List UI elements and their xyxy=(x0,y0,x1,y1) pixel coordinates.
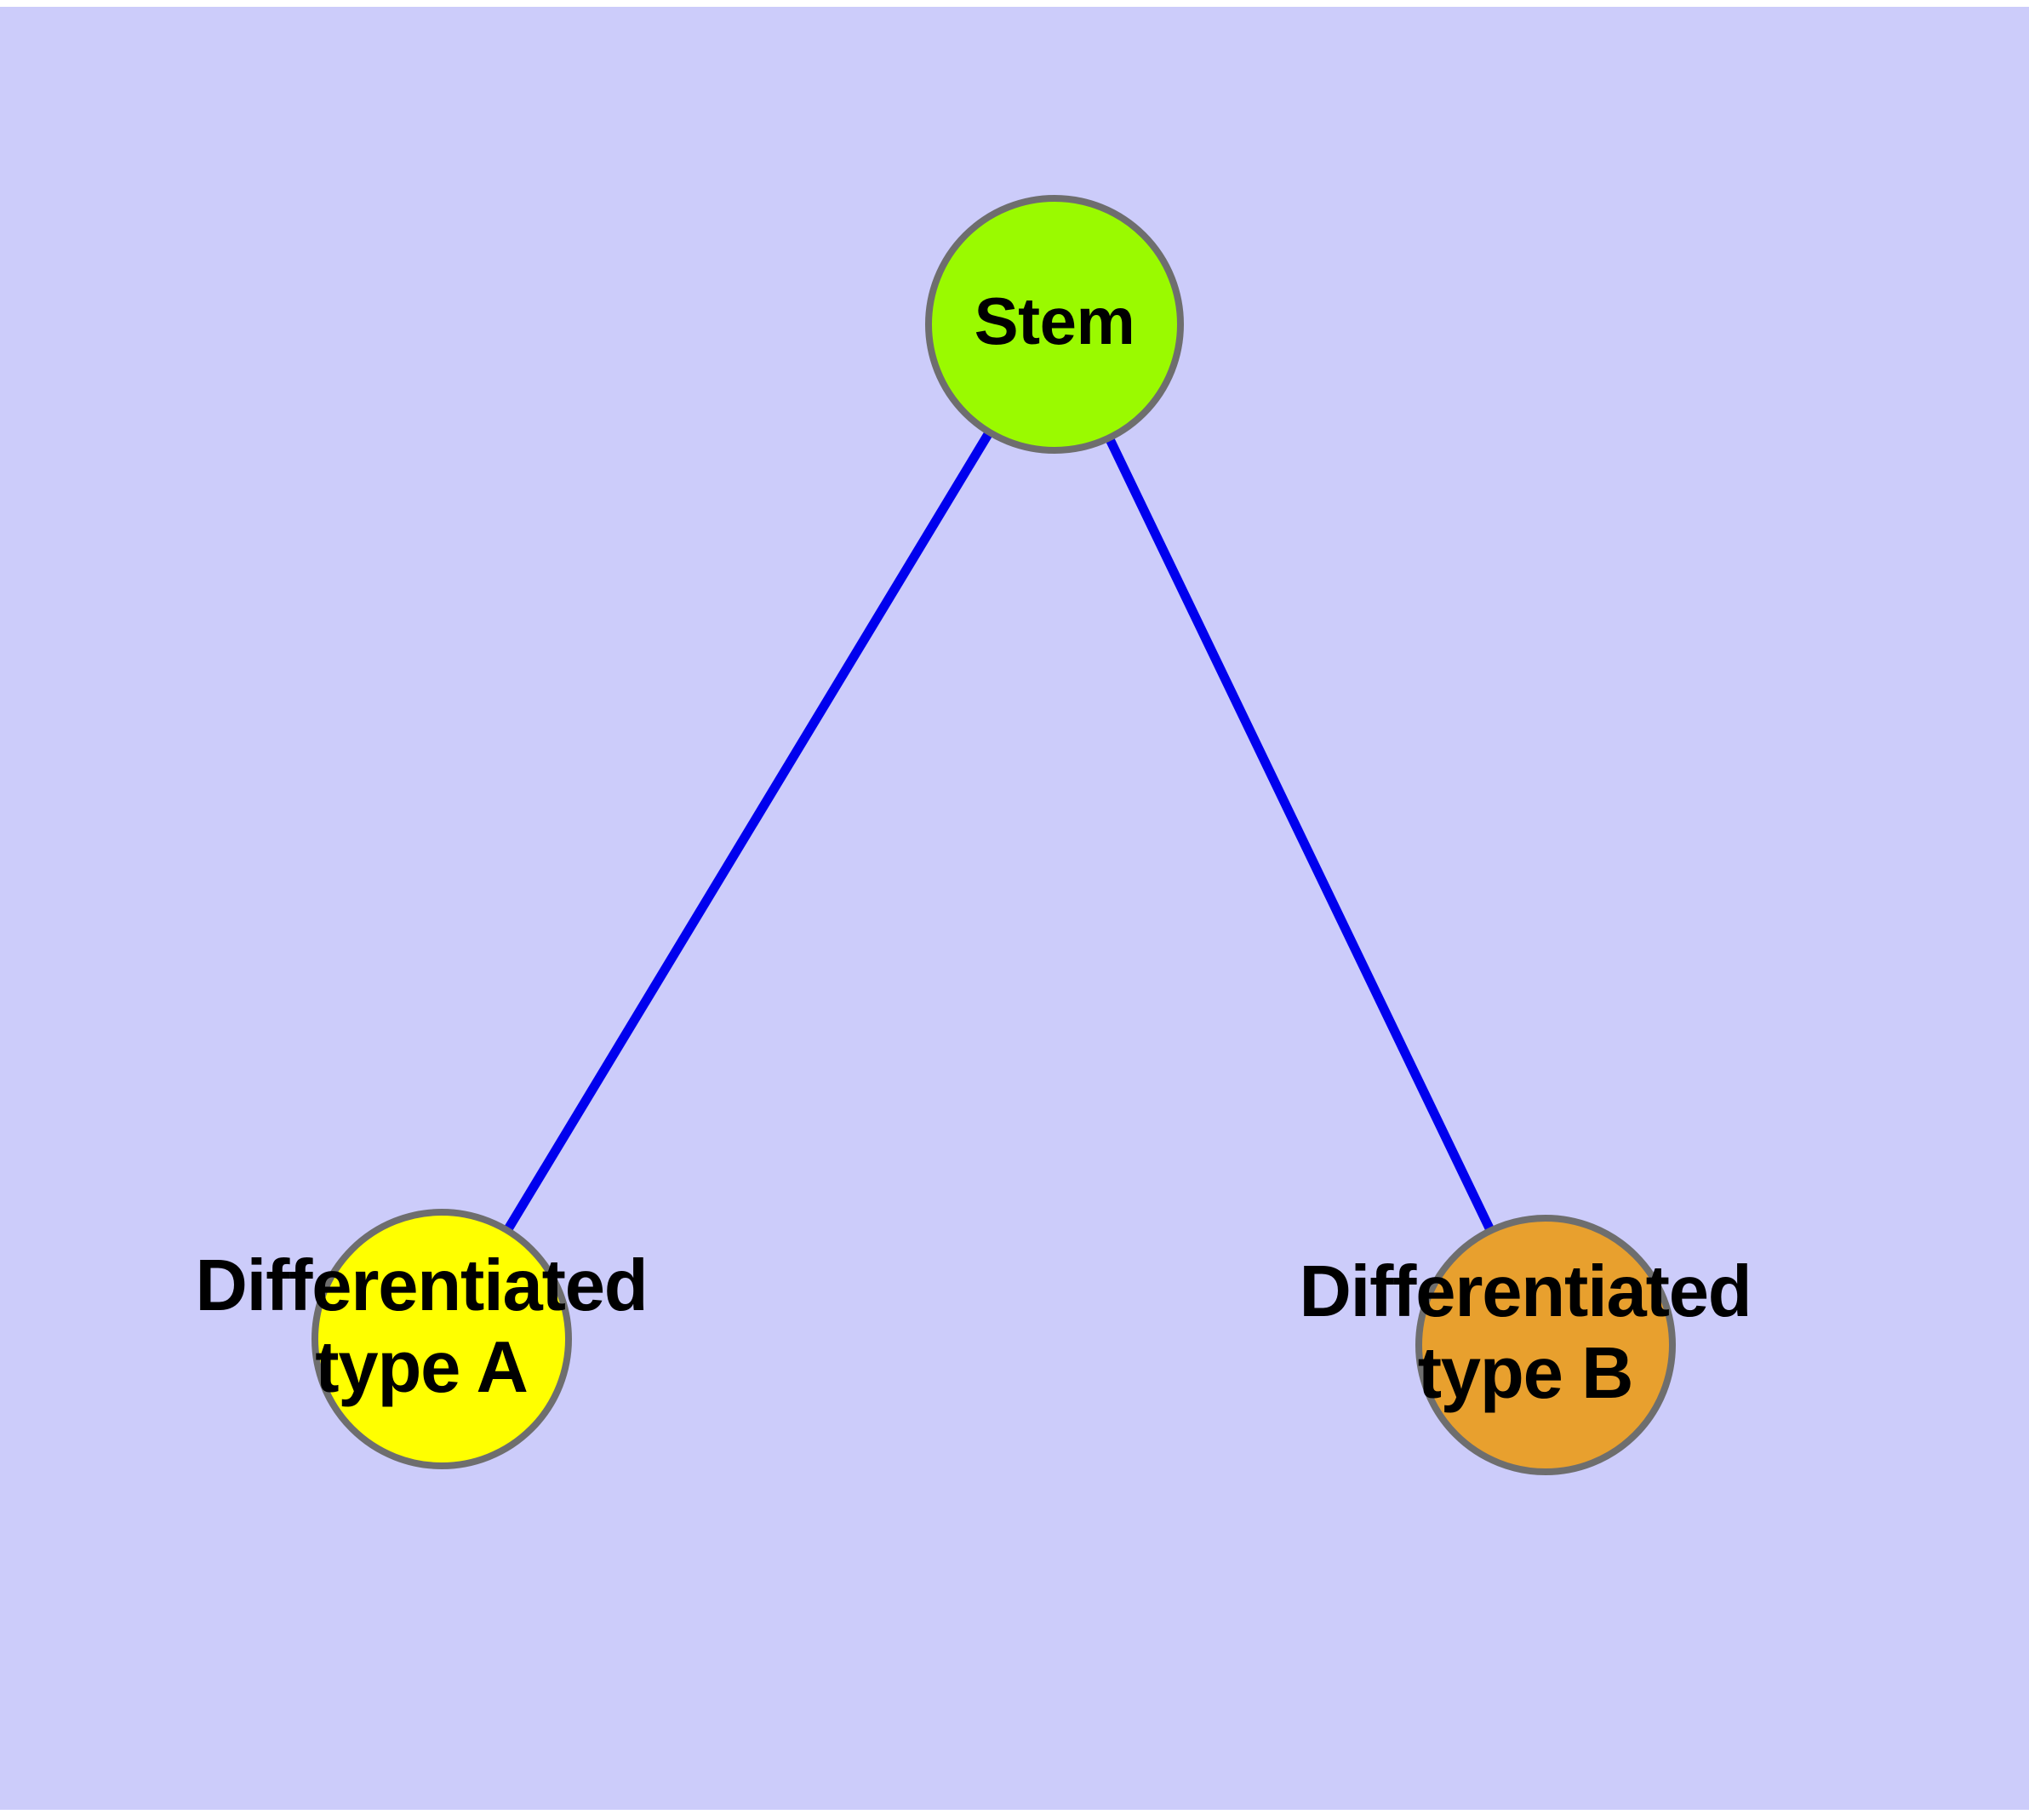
edge-stem-to-differentiated-type-b[interactable] xyxy=(1050,322,1550,1348)
graph-svg xyxy=(311,195,1676,1475)
node-layer xyxy=(311,195,1676,1475)
node-differentiated-type-a[interactable] xyxy=(311,1209,572,1469)
edge-stem-to-differentiated-type-a[interactable] xyxy=(437,322,1059,1342)
node-differentiated-type-b[interactable] xyxy=(1415,1215,1676,1475)
node-stem[interactable] xyxy=(925,195,1184,454)
edge-layer xyxy=(437,322,1550,1348)
